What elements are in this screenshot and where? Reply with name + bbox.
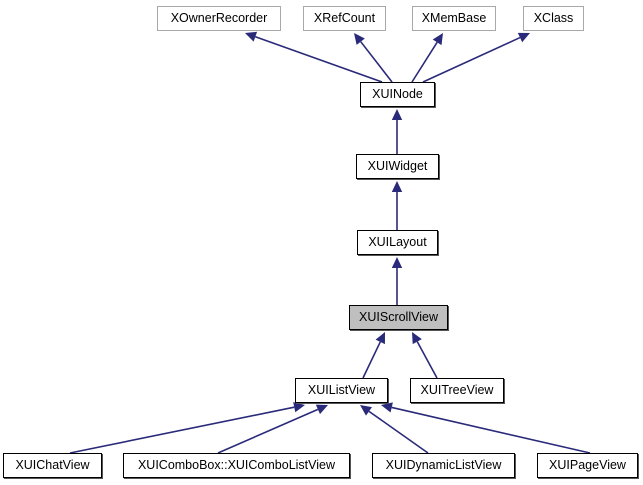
- inheritance-arrow: [245, 31, 383, 83]
- class-node-label: XUIDynamicListView: [385, 458, 502, 473]
- inheritance-arrow: [391, 109, 403, 154]
- class-node-xuilayout[interactable]: XUILayout: [357, 230, 438, 255]
- class-node-label: XMemBase: [421, 11, 487, 26]
- class-node-xuitreeview[interactable]: XUITreeView: [410, 378, 504, 403]
- class-node-xmembase[interactable]: XMemBase: [412, 6, 496, 31]
- inheritance-arrow: [391, 257, 403, 305]
- class-node-xuiscrollview[interactable]: XUIScrollView: [349, 305, 448, 330]
- class-node-label: XUITreeView: [420, 383, 494, 398]
- class-node-label: XUILayout: [368, 235, 427, 250]
- inheritance-arrow: [362, 332, 385, 379]
- class-node-label: XUIComboBox::XUIComboListView: [137, 458, 336, 473]
- inheritance-arrow: [354, 33, 393, 83]
- class-node-xuichatview[interactable]: XUIChatView: [3, 453, 102, 478]
- class-node-label: XRefCount: [313, 11, 376, 26]
- class-node-label: XUINode: [372, 87, 423, 102]
- inheritance-arrow: [422, 32, 530, 83]
- class-node-label: XUIPageView: [549, 458, 626, 473]
- class-node-xownerrecorder[interactable]: XOwnerRecorder: [157, 6, 281, 31]
- class-node-xuiwidget[interactable]: XUIWidget: [356, 154, 439, 179]
- class-node-label: XUIListView: [307, 383, 376, 398]
- class-node-label: XOwnerRecorder: [170, 11, 268, 26]
- class-node-xuipageview[interactable]: XUIPageView: [537, 453, 638, 478]
- inheritance-arrow: [381, 402, 591, 454]
- class-node-xuicombolistview[interactable]: XUIComboBox::XUIComboListView: [123, 453, 350, 478]
- inheritance-arrow: [217, 404, 328, 454]
- inheritance-arrow: [360, 405, 429, 454]
- class-node-xuilistview[interactable]: XUIListView: [295, 378, 388, 403]
- class-node-xuidynamiclistview[interactable]: XUIDynamicListView: [372, 453, 515, 478]
- class-node-label: XClass: [533, 11, 574, 26]
- inheritance-arrow: [412, 332, 438, 379]
- class-node-xrefcount[interactable]: XRefCount: [303, 6, 386, 31]
- class-node-label: XUIChatView: [15, 458, 90, 473]
- inheritance-arrow: [411, 33, 443, 83]
- inheritance-arrow: [391, 181, 403, 230]
- class-node-label: XUIWidget: [367, 159, 428, 174]
- inheritance-arrow: [69, 402, 305, 454]
- class-node-xclass[interactable]: XClass: [523, 6, 584, 31]
- class-node-label: XUIScrollView: [359, 310, 438, 325]
- class-node-xuinode[interactable]: XUINode: [360, 82, 435, 107]
